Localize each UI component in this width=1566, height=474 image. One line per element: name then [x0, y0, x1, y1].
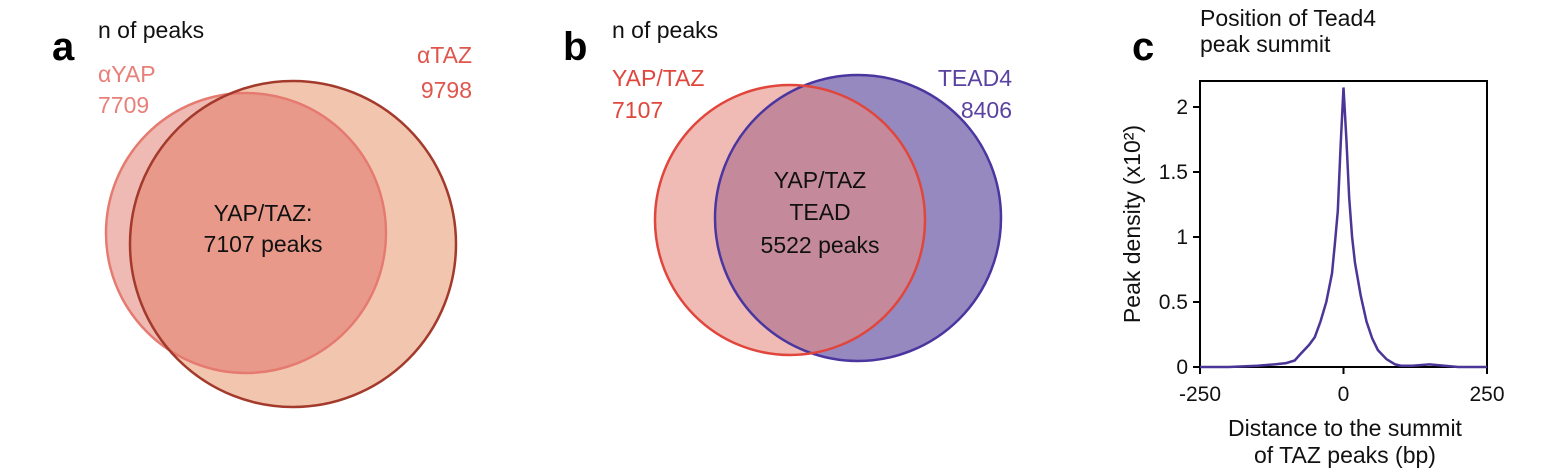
panel-letter-b: b — [563, 25, 587, 69]
panel-letter-a: a — [52, 25, 75, 69]
chart-title-line1: Position of Tead4 — [1200, 5, 1376, 31]
panel-a-subtitle: n of peaks — [98, 17, 204, 43]
x-axis-label-line1: Distance to the summit — [1228, 415, 1463, 441]
chart-title-line2: peak summit — [1200, 31, 1331, 57]
venn-b-tead4-count: 8406 — [961, 97, 1012, 123]
venn-b-tead4-label: TEAD4 — [938, 65, 1012, 91]
x-tick-label: -250 — [1179, 383, 1221, 406]
y-tick-label: 2 — [1176, 96, 1188, 119]
panel-letter-c: c — [1132, 25, 1154, 69]
venn-b-yaptaz-count: 7107 — [612, 97, 663, 123]
venn-b-overlap-line1: YAP/TAZ — [774, 167, 866, 193]
venn-b-overlap-line2: TEAD — [789, 199, 850, 225]
x-tick-label: 250 — [1469, 383, 1504, 406]
density-line — [1200, 87, 1487, 369]
venn-b-tead4-outline — [713, 73, 1003, 363]
venn-b-yaptaz-outline — [653, 83, 927, 357]
x-tick-label: 0 — [1338, 383, 1350, 406]
y-tick-label: 0 — [1176, 356, 1188, 379]
panel-b-subtitle: n of peaks — [612, 17, 718, 43]
venn-a-overlap-line2: 7107 peaks — [204, 231, 323, 257]
venn-b-overlap-line3: 5522 peaks — [761, 232, 880, 258]
venn-a-overlap-line1: YAP/TAZ: — [214, 200, 313, 226]
venn-a-yap-count: 7709 — [98, 92, 149, 118]
venn-a-taz-outline — [128, 79, 458, 409]
venn-b-yaptaz-label: YAP/TAZ — [612, 65, 704, 91]
y-tick-label: 0.5 — [1159, 291, 1188, 314]
plot-frame — [1199, 80, 1488, 368]
y-tick-label: 1 — [1176, 226, 1188, 249]
x-axis-label-line2: of TAZ peaks (bp) — [1254, 442, 1436, 468]
venn-a-yap-label: αYAP — [98, 61, 156, 87]
y-tick-label: 1.5 — [1159, 161, 1188, 184]
venn-a-yap-outline — [104, 91, 388, 375]
panel-a: a n of peaks αYAP 7709 αTAZ 9798 YAP/TAZ… — [52, 17, 472, 409]
venn-b-overlap — [715, 85, 925, 355]
panel-c: c Position of Tead4 peak summit 0 0.5 1 1.5… — [1119, 5, 1505, 468]
panel-b: b n of peaks YAP/TAZ 7107 TEAD4 8406 YAP… — [563, 17, 1012, 363]
y-axis-label: Peak density (x10²) — [1119, 125, 1145, 323]
venn-a-taz-label: αTAZ — [417, 42, 472, 68]
venn-a-taz-count: 9798 — [421, 77, 472, 103]
